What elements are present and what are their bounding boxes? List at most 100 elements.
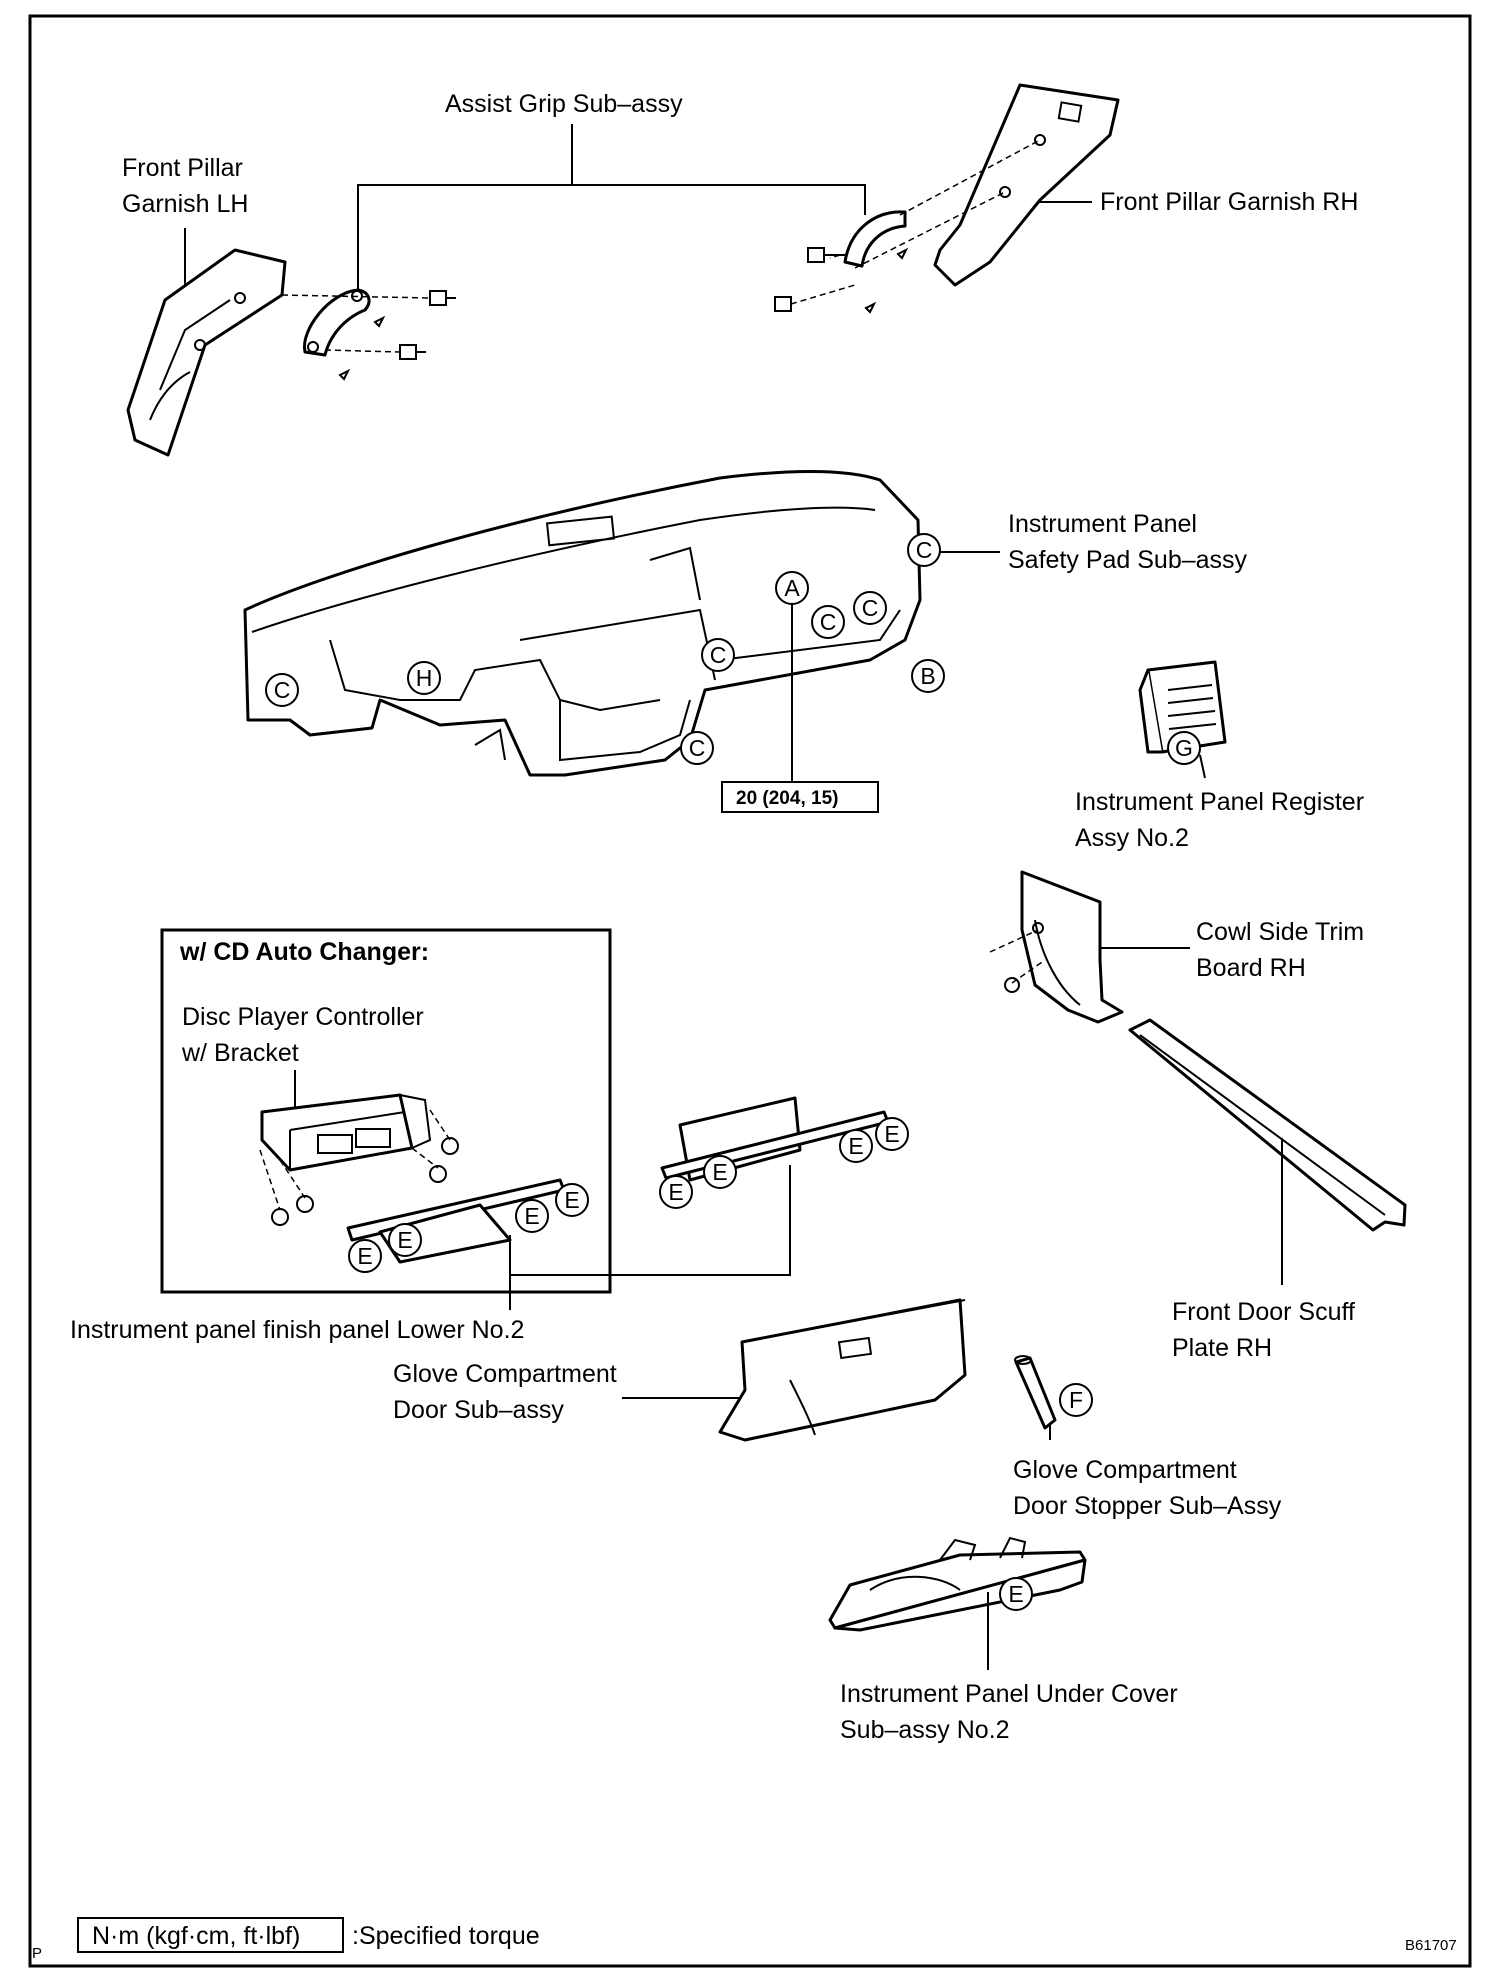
legend-unit-text: N·m (kgf·cm, ft·lbf) <box>92 1922 300 1950</box>
alignment-line <box>429 1109 451 1141</box>
svg-text:F: F <box>1069 1387 1083 1413</box>
clip-hole <box>999 186 1011 198</box>
alignment-line <box>259 1149 281 1211</box>
clip-hole <box>234 292 246 304</box>
callout-a: A <box>775 571 809 605</box>
svg-text:E: E <box>668 1179 683 1205</box>
bolt-icon <box>271 1208 289 1226</box>
callout-e-1: E <box>659 1175 693 1209</box>
callout-e-3: E <box>839 1129 873 1163</box>
svg-text:C: C <box>916 537 933 563</box>
label-scuff-2: Plate RH <box>1172 1334 1272 1362</box>
part-detail <box>159 299 231 391</box>
label-glove-door-1: Glove Compartment <box>393 1360 617 1388</box>
glove-compartment-door-stopper <box>1014 1355 1057 1430</box>
bolt-icon <box>296 1195 314 1213</box>
alignment-line <box>989 929 1039 953</box>
callout-f: F <box>1059 1383 1093 1417</box>
label-disc-player-1: Disc Player Controller <box>182 1003 424 1031</box>
pillar-opening <box>1057 101 1083 123</box>
label-disc-player-2: w/ Bracket <box>181 1039 299 1067</box>
label-front-pillar-lh-2: Garnish LH <box>122 190 248 218</box>
front-pillar-garnish-lh <box>126 248 287 457</box>
callout-e-box-1: E <box>348 1239 382 1273</box>
callout-h: H <box>407 661 441 695</box>
callout-e-box-3: E <box>515 1199 549 1233</box>
disc-player-controller <box>260 1093 432 1172</box>
legend-unit-box <box>77 1917 344 1953</box>
clip-icon <box>864 301 877 314</box>
svg-text:C: C <box>274 677 291 703</box>
assist-grip-lh <box>303 288 371 357</box>
bolt-icon <box>807 247 845 263</box>
callout-e-2: E <box>703 1155 737 1189</box>
callout-g: G <box>1167 731 1201 765</box>
callout-c-bottom: C <box>680 731 714 765</box>
bolt-icon <box>774 284 856 312</box>
label-scuff-1: Front Door Scuff <box>1172 1298 1355 1326</box>
page-frame <box>28 14 1472 1968</box>
cd-auto-changer-box <box>160 928 612 1294</box>
bolt-icon <box>441 1137 459 1155</box>
alignment-line <box>324 349 401 353</box>
label-assist-grip: Assist Grip Sub–assy <box>445 90 683 118</box>
leader-line <box>510 1165 791 1276</box>
callout-c-top-right: C <box>907 533 941 567</box>
svg-text:E: E <box>848 1133 863 1159</box>
assist-grip-rh <box>843 210 907 268</box>
svg-text:E: E <box>357 1243 372 1269</box>
callout-c-right-2: C <box>853 591 887 625</box>
part-detail <box>149 371 191 421</box>
callout-c-mid: C <box>701 638 735 672</box>
footer-left-mark: P <box>32 1945 42 1962</box>
instrument-panel-under-cover-no2 <box>828 1536 1087 1632</box>
svg-text:E: E <box>524 1203 539 1229</box>
label-ip-safety-pad-2: Safety Pad Sub–assy <box>1008 546 1248 574</box>
callout-b: B <box>911 659 945 693</box>
clip-hole <box>194 339 206 351</box>
svg-text:E: E <box>1008 1581 1023 1607</box>
svg-text:B: B <box>920 663 935 689</box>
callout-e-under: E <box>999 1577 1033 1611</box>
instrument-panel-register <box>1138 660 1227 754</box>
callout-e-box-2: E <box>388 1223 422 1257</box>
label-stopper-2: Door Stopper Sub–Assy <box>1013 1492 1282 1520</box>
label-under-cover-2: Sub–assy No.2 <box>840 1716 1010 1744</box>
cd-box-title: w/ CD Auto Changer: <box>179 938 429 966</box>
svg-text:C: C <box>862 595 879 621</box>
label-stopper-1: Glove Compartment <box>1013 1456 1237 1484</box>
bolt-icon <box>399 344 426 360</box>
alignment-line <box>1011 959 1046 984</box>
callout-e-4: E <box>875 1117 909 1151</box>
alignment-line <box>854 191 1006 269</box>
alignment-line <box>279 1159 306 1199</box>
clip-hole <box>1034 134 1046 146</box>
svg-text:E: E <box>884 1121 899 1147</box>
leader-line <box>357 184 866 290</box>
clip-icon <box>338 368 351 381</box>
label-front-pillar-lh-1: Front Pillar <box>122 154 243 182</box>
label-cowl-side-2: Board RH <box>1196 954 1306 982</box>
svg-text:H: H <box>416 665 433 691</box>
label-front-pillar-rh: Front Pillar Garnish RH <box>1100 188 1358 216</box>
label-ip-register-2: Assy No.2 <box>1075 824 1189 852</box>
leader-line <box>1199 754 1206 779</box>
label-ip-register-1: Instrument Panel Register <box>1075 788 1364 816</box>
torque-value: 20 (204, 15) <box>736 788 838 809</box>
clip-icon <box>896 247 909 260</box>
svg-text:C: C <box>689 735 706 761</box>
callout-e-box-4: E <box>555 1183 589 1217</box>
svg-text:E: E <box>397 1227 412 1253</box>
label-cowl-side-1: Cowl Side Trim <box>1196 918 1364 946</box>
torque-box <box>721 781 879 813</box>
legend-text: :Specified torque <box>352 1922 540 1950</box>
svg-text:E: E <box>712 1159 727 1185</box>
callout-c-left: C <box>265 673 299 707</box>
label-finish-panel: Instrument panel finish panel Lower No.2 <box>70 1316 524 1344</box>
callout-c-right-1: C <box>811 605 845 639</box>
glove-compartment-door <box>718 1298 967 1442</box>
instrument-panel-safety-pad <box>243 469 922 777</box>
label-glove-door-2: Door Sub–assy <box>393 1396 564 1424</box>
clip-icon <box>373 315 386 328</box>
bolt-icon <box>429 290 456 306</box>
